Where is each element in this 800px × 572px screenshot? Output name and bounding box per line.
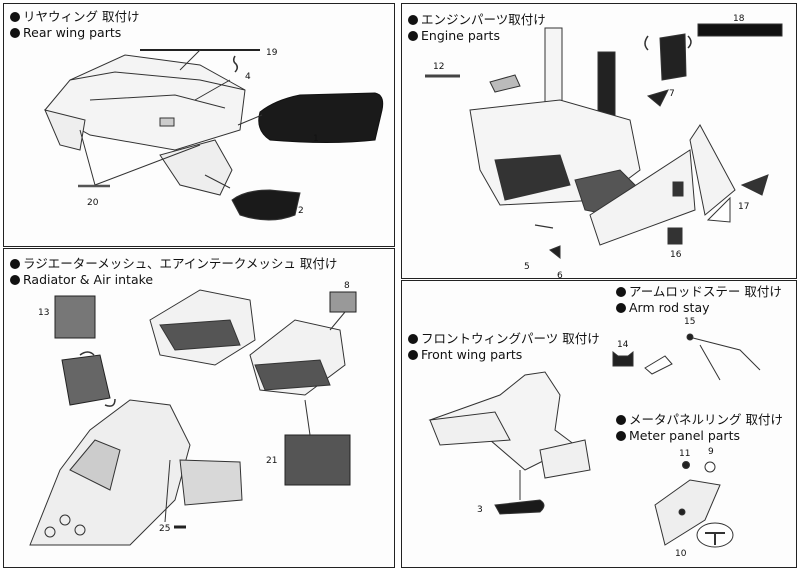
- part-number: 9: [708, 447, 714, 457]
- part-number: 16: [670, 250, 682, 260]
- part-number: 10: [675, 549, 687, 559]
- part-number: 14: [617, 340, 629, 350]
- meter-panel-heading-en: Meter panel parts: [616, 428, 740, 443]
- front-wing-drawing: [428, 371, 591, 515]
- arm-rod-heading-en: Arm rod stay: [616, 300, 710, 315]
- part-number: 18: [733, 14, 745, 24]
- front-wing-heading-jp: フロントウィングパーツ 取付け: [408, 331, 600, 346]
- part-number: 7: [669, 89, 675, 99]
- radiator-heading-jp: ラジエーターメッシュ、エアインテークメッシュ 取付け: [10, 256, 337, 271]
- part-number: 4: [245, 72, 251, 82]
- part-number: 19: [266, 48, 278, 58]
- part-number: 13: [38, 308, 50, 318]
- part-number: 8: [344, 281, 350, 291]
- part-number: 3: [477, 505, 483, 515]
- part-number: 11: [679, 449, 691, 459]
- part-number: 20: [87, 198, 99, 208]
- rear-wing-drawing: [44, 49, 384, 221]
- part-number: 1: [313, 134, 319, 144]
- part-number: 17: [738, 202, 750, 212]
- arm-rod-heading-jp: アームロッドステー 取付け: [616, 284, 782, 299]
- part-number: 25: [159, 524, 171, 534]
- engine-heading-jp: エンジンパーツ取付け: [408, 12, 546, 27]
- arm-rod-drawing: [612, 333, 761, 381]
- meter-panel-drawing: [654, 461, 734, 548]
- rear-wing-heading-jp: リヤウィング 取付け: [10, 9, 139, 24]
- engine-drawing: [425, 23, 783, 260]
- part-number: 12: [433, 62, 445, 72]
- meter-panel-heading-jp: メータパネルリング 取付け: [616, 412, 783, 427]
- part-number: 6: [557, 271, 563, 281]
- radiator-heading-en: Radiator & Air intake: [10, 272, 153, 287]
- rear-wing-heading-en: Rear wing parts: [10, 25, 121, 40]
- radiator-drawing: [29, 289, 357, 546]
- front-wing-heading-en: Front wing parts: [408, 347, 522, 362]
- part-number: 2: [298, 206, 304, 216]
- engine-heading-en: Engine parts: [408, 28, 500, 43]
- part-number: 15: [684, 317, 696, 327]
- part-number: 5: [524, 262, 530, 272]
- part-number: 21: [266, 456, 278, 466]
